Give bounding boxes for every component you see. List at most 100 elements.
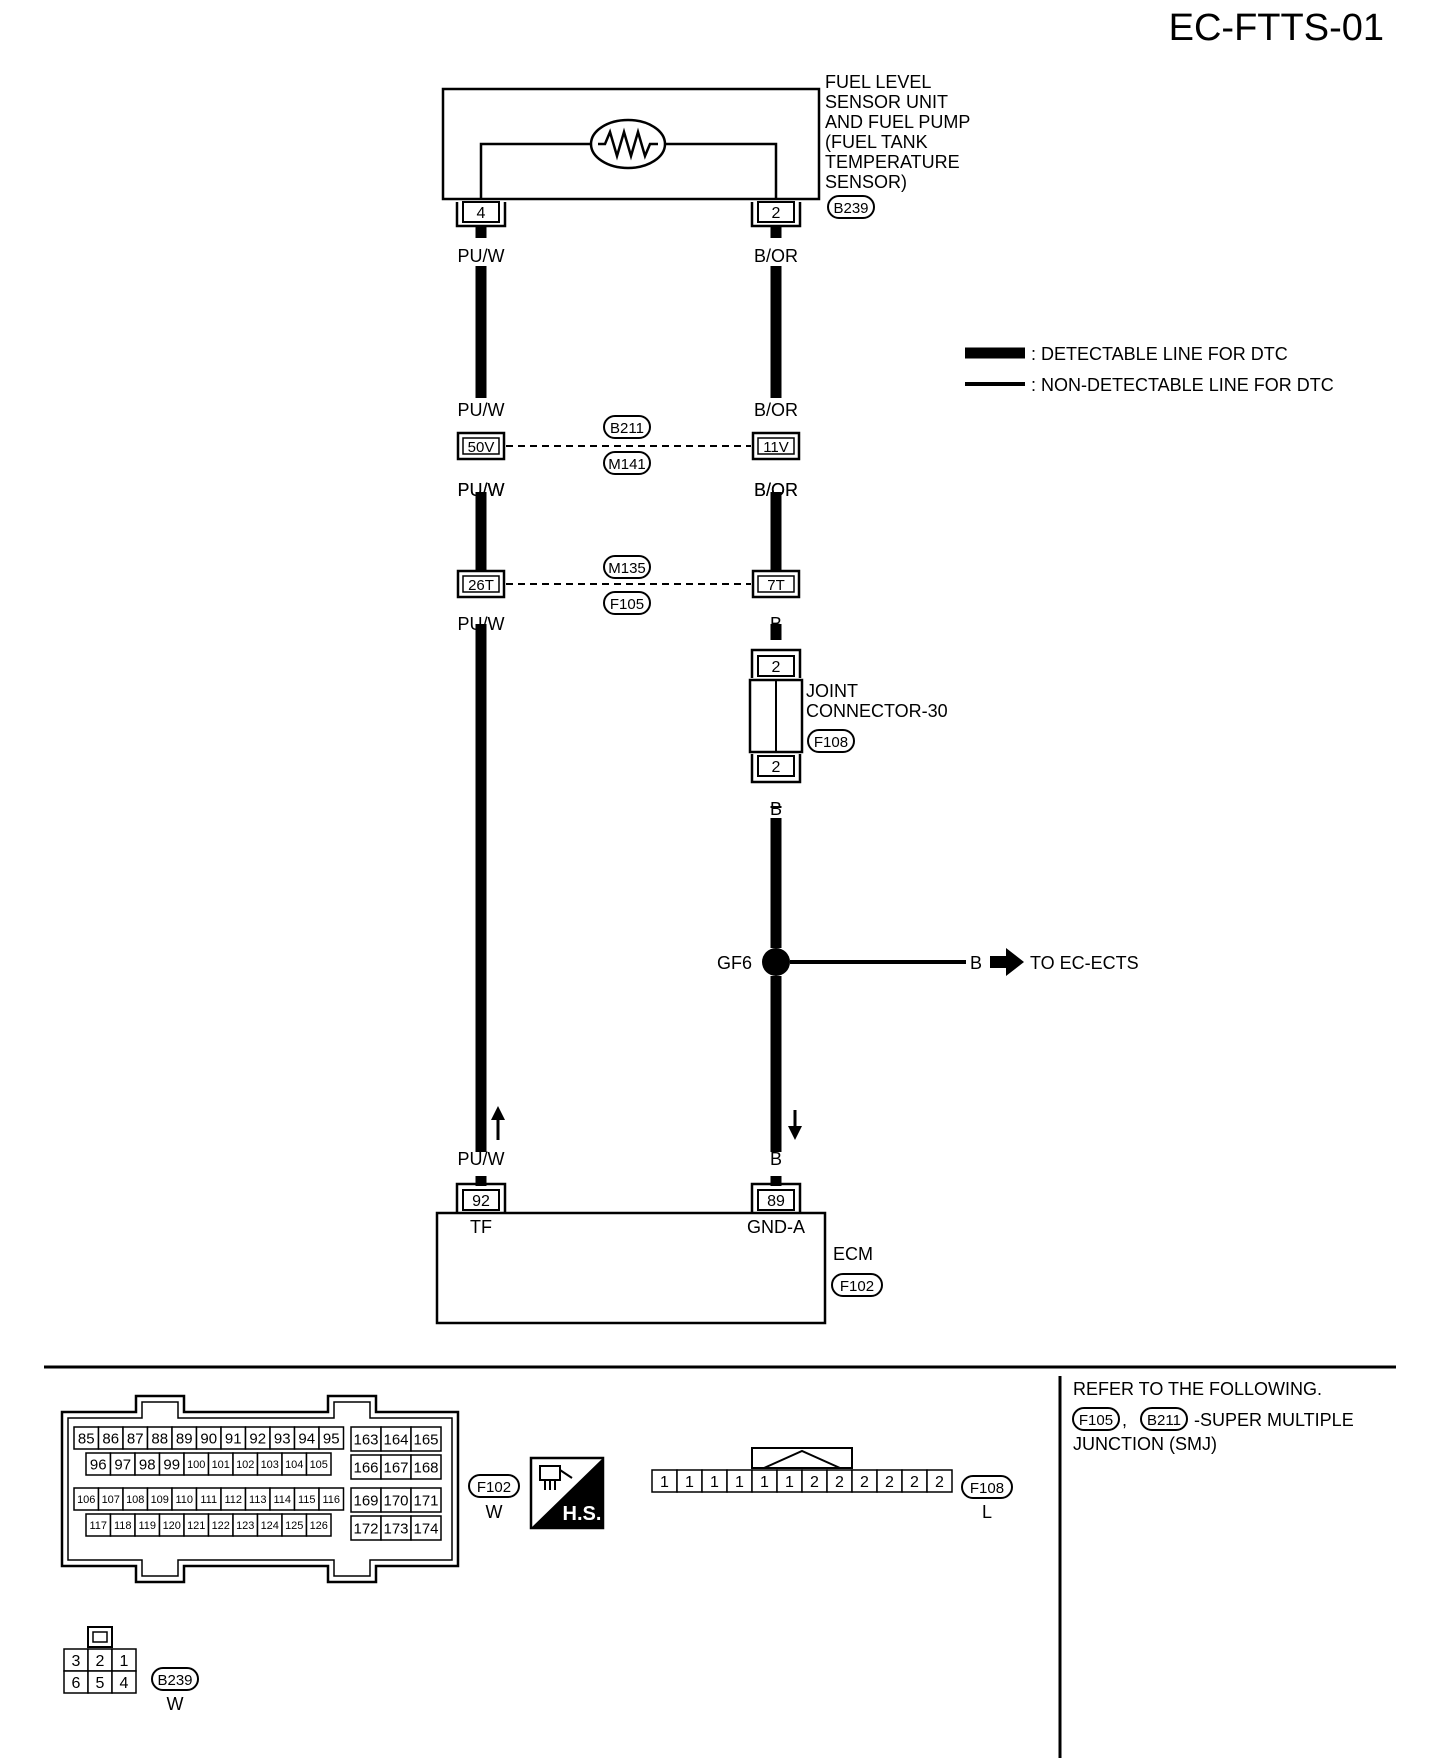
svg-text:121: 121 [187,1520,205,1532]
f102-pin: 99 [158,1452,185,1476]
svg-text:1: 1 [120,1653,129,1670]
svg-text:JUNCTION (SMJ): JUNCTION (SMJ) [1073,1434,1217,1454]
svg-text:W: W [167,1694,184,1714]
b239-pin: 2 [87,1648,113,1672]
svg-text:1: 1 [685,1474,694,1491]
f102-pin: 171 [410,1487,442,1513]
fuel-tank-temperature-sensor [441,87,821,201]
connector-plug-icon [539,1465,573,1490]
svg-text:102: 102 [236,1459,254,1471]
f102-pin: 89 [171,1426,198,1450]
f102-pin: 117 [85,1513,112,1537]
f102-pin: 86 [97,1426,124,1450]
f108-pin: 1 [751,1469,778,1493]
svg-text:B: B [770,614,782,634]
svg-text:-SUPER MULTIPLE: -SUPER MULTIPLE [1194,1410,1354,1430]
connector-tag-f102: F102 W [468,1474,520,1522]
svg-text:96: 96 [90,1456,107,1473]
svg-text:H.S.: H.S. [563,1503,602,1525]
svg-text:M141: M141 [608,456,646,473]
svg-text:125: 125 [285,1520,303,1532]
svg-text:2: 2 [835,1474,844,1491]
svg-text:JOINT: JOINT [806,681,858,701]
svg-text:114: 114 [273,1494,291,1506]
f102-pin: 124 [256,1513,283,1537]
svg-text:122: 122 [212,1520,230,1532]
svg-text:165: 165 [413,1431,438,1448]
svg-text:11V: 11V [763,439,789,456]
f102-pin: 88 [146,1426,173,1450]
svg-text:2: 2 [96,1653,105,1670]
svg-text:123: 123 [236,1520,254,1532]
connector-tag-b239: B239 W [151,1667,199,1714]
svg-text:172: 172 [353,1520,378,1537]
svg-text:REFER TO THE FOLLOWING.: REFER TO THE FOLLOWING. [1073,1379,1322,1399]
f108-pin: 2 [876,1469,903,1493]
f102-pin: 163 [350,1426,382,1452]
ecm-pin-tf: TF [470,1217,492,1237]
svg-text:164: 164 [383,1431,408,1448]
svg-text:2: 2 [860,1474,869,1491]
junction1-wire-labels-bottom: PU/W B/OR [458,480,799,500]
svg-text:F102: F102 [840,1278,874,1295]
svg-text:89: 89 [176,1430,193,1447]
svg-text:26T: 26T [468,577,494,594]
ecm-pin-89: 89 [750,1182,802,1212]
svg-text:B239: B239 [157,1672,192,1689]
f102-pin: 102 [232,1452,259,1476]
f102-pin: 113 [244,1487,271,1511]
f102-pin: 98 [134,1452,161,1476]
svg-text:104: 104 [285,1459,303,1471]
svg-text:116: 116 [322,1494,340,1506]
f108-pin: 2 [801,1469,828,1493]
svg-text:163: 163 [353,1431,378,1448]
svg-text:117: 117 [89,1520,107,1532]
legend: : DETECTABLE LINE FOR DTC : NON-DETECTAB… [965,344,1334,395]
svg-text:92: 92 [472,1193,490,1210]
f102-pin: 119 [134,1513,161,1537]
page-id: EC-FTTS-01 [1169,7,1384,49]
signal-arrow-up-icon [491,1106,505,1140]
svg-text:PU/W: PU/W [458,246,505,266]
svg-text:110: 110 [175,1494,193,1506]
f108-pin: 1 [651,1469,678,1493]
svg-text:PU/W: PU/W [458,400,505,420]
svg-text:SENSOR): SENSOR) [825,172,907,192]
svg-text:F108: F108 [970,1480,1004,1497]
svg-text:B: B [770,1149,782,1169]
f102-pin: 125 [281,1513,308,1537]
b239-pin: 1 [111,1648,137,1672]
svg-text:97: 97 [114,1456,131,1473]
f102-pin: 173 [380,1515,412,1541]
svg-text:91: 91 [225,1430,242,1447]
svg-text:108: 108 [126,1494,144,1506]
svg-text:AND FUEL PUMP: AND FUEL PUMP [825,112,970,132]
svg-text:2: 2 [772,759,781,776]
svg-text:7T: 7T [767,577,785,594]
f102-pin: 122 [207,1513,234,1537]
svg-text:1: 1 [710,1474,719,1491]
f102-pin: 101 [207,1452,234,1476]
ecm-label: ECM [833,1244,873,1264]
f102-pin: 120 [158,1513,185,1537]
ecm-pin-92: 92 [455,1182,507,1212]
svg-text:F102: F102 [477,1479,511,1496]
svg-text:B/OR: B/OR [754,400,798,420]
svg-text:B: B [970,953,982,973]
f102-pin: 105 [305,1452,332,1476]
svg-text:115: 115 [298,1494,316,1506]
f108-pin: 2 [901,1469,928,1493]
svg-text:4: 4 [477,205,486,222]
f102-pin: 97 [109,1452,136,1476]
f102-pin: 94 [293,1426,320,1450]
sensor-pin-2: 2 [750,201,802,228]
svg-text:1: 1 [735,1474,744,1491]
svg-text:TEMPERATURE: TEMPERATURE [825,152,960,172]
svg-text:M135: M135 [608,560,646,577]
svg-text:PU/W: PU/W [458,1149,505,1169]
svg-text:169: 169 [353,1492,378,1509]
f102-pin: 108 [122,1487,149,1511]
